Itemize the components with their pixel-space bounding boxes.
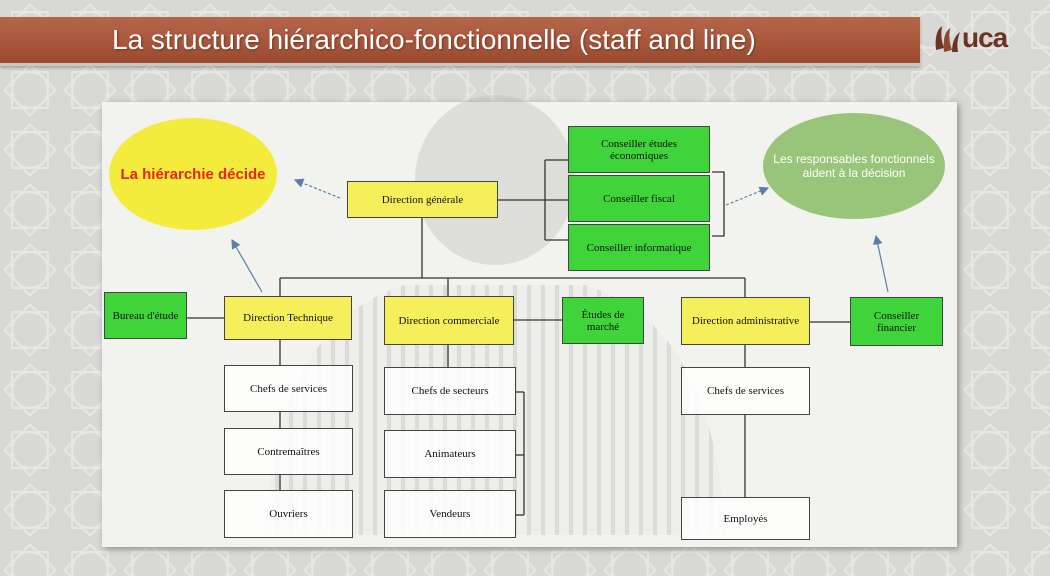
conseiller-etudes-box: Conseiller études économiques: [568, 126, 710, 173]
uca-logo-icon: [935, 26, 960, 52]
etudes-marche-box: Études de marché: [562, 297, 644, 344]
logo-text: uca: [962, 22, 1008, 53]
conseiller-financier-box: Conseiller financier: [850, 297, 943, 346]
title-bar: La structure hiérarchico-fonctionnelle (…: [0, 17, 920, 66]
employes-box: Employés: [681, 497, 810, 540]
direction-commerciale-box: Direction commerciale: [384, 296, 514, 345]
direction-generale-box: Direction générale: [347, 181, 498, 218]
vendeurs-box: Vendeurs: [384, 490, 516, 538]
functional-ellipse: Les responsables fonctionnels aident à l…: [763, 113, 945, 219]
admin-chefs-services-box: Chefs de services: [681, 367, 810, 415]
hierarchy-ellipse: La hiérarchie décide: [109, 118, 277, 230]
bureau-etude-box: Bureau d'étude: [104, 292, 187, 339]
ouvriers-box: Ouvriers: [224, 490, 353, 538]
animateurs-box: Animateurs: [384, 430, 516, 478]
direction-administrative-box: Direction administrative: [681, 297, 810, 345]
uca-logo: uca: [930, 18, 1030, 60]
tech-chefs-services-box: Chefs de services: [224, 365, 353, 412]
direction-technique-box: Direction Technique: [224, 296, 352, 340]
conseiller-fiscal-box: Conseiller fiscal: [568, 175, 710, 222]
page-title: La structure hiérarchico-fonctionnelle (…: [112, 24, 756, 55]
conseiller-informatique-box: Conseiller informatique: [568, 224, 710, 271]
chefs-secteurs-box: Chefs de secteurs: [384, 367, 516, 415]
contremaitres-box: Contremaîtres: [224, 428, 353, 475]
